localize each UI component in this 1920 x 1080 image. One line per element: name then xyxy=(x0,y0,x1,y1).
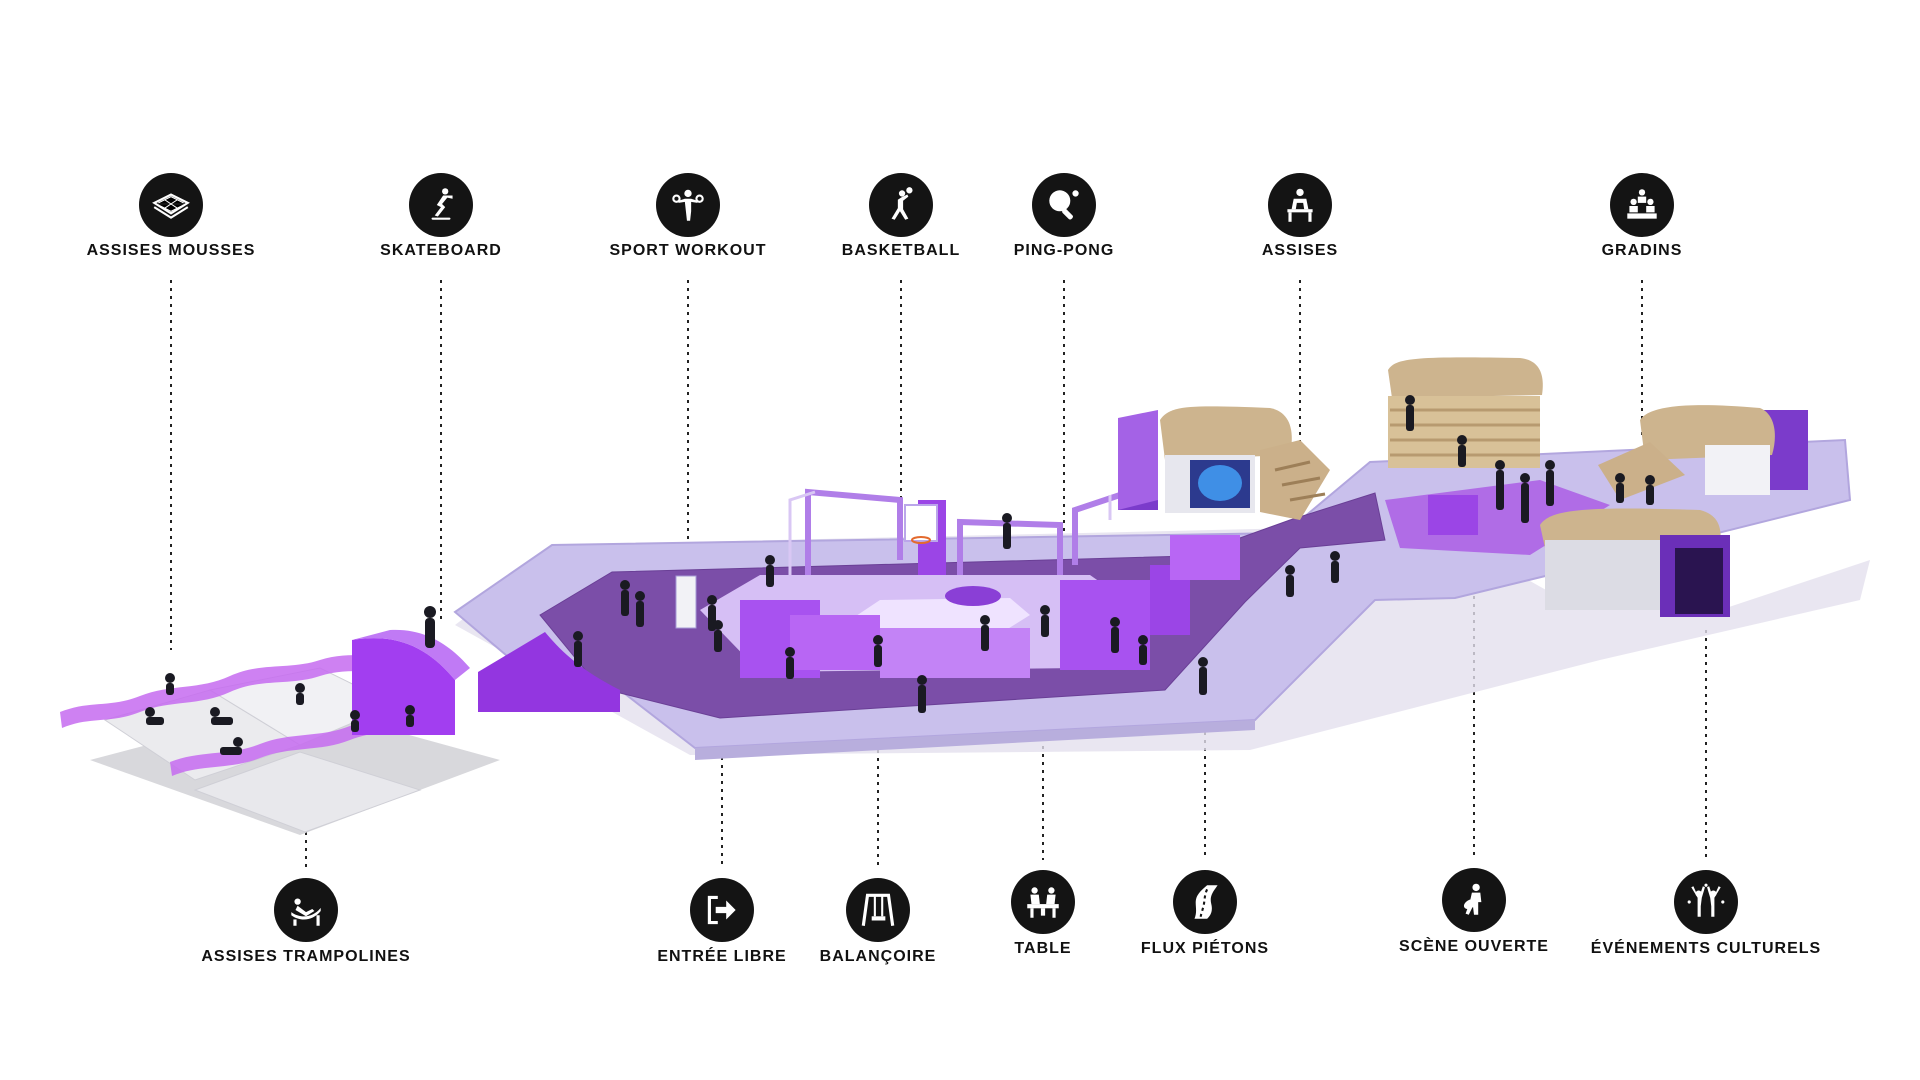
label-entree-libre: ENTRÉE LIBRE xyxy=(657,948,787,965)
label-ping-pong: PING-PONG xyxy=(1013,242,1115,259)
label-table: TABLE xyxy=(1014,940,1072,957)
celebration-icon xyxy=(1674,870,1738,934)
label-sport-workout: SPORT WORKOUT xyxy=(609,242,767,259)
trampoline-mat-3 xyxy=(193,751,422,833)
basketball-player-icon xyxy=(869,173,933,237)
pull-up-bar-2 xyxy=(957,518,1063,590)
pavilion-left xyxy=(1118,406,1330,520)
skate-ramps xyxy=(352,629,620,735)
workout-frames-light xyxy=(788,490,1112,590)
bench-block-4 xyxy=(1060,580,1150,670)
skate-ramp-right xyxy=(478,632,620,712)
bench-block-6 xyxy=(1170,535,1240,580)
gymnast-rings-icon xyxy=(656,173,720,237)
ping-pong-paddle-icon xyxy=(1032,173,1096,237)
foam-cushion-icon xyxy=(139,173,203,237)
label-assises-mousses: ASSISES MOUSSES xyxy=(86,242,256,259)
bench-block-2 xyxy=(790,615,880,670)
pavilion-right xyxy=(1540,405,1808,617)
info-totem xyxy=(675,575,697,629)
label-skateboard: SKATEBOARD xyxy=(380,242,502,259)
seated-person-icon xyxy=(1268,173,1332,237)
skate-ramp-left xyxy=(352,638,455,735)
workout-frames xyxy=(805,488,1121,620)
skate-ramp-left-top xyxy=(352,629,470,680)
exit-door-icon xyxy=(690,878,754,942)
trampoline-icon xyxy=(274,878,338,942)
workout-pole xyxy=(1072,492,1121,565)
table-people-icon xyxy=(1011,870,1075,934)
label-flux-pietons: FLUX PIÉTONS xyxy=(1140,940,1270,957)
bench-block-3 xyxy=(880,628,1030,678)
label-balancoire: BALANÇOIRE xyxy=(819,948,937,965)
people-silhouettes xyxy=(145,395,1655,755)
label-evenements-culturels: ÉVÉNEMENTS CULTURELS xyxy=(1590,940,1822,957)
skateboarder-icon xyxy=(409,173,473,237)
table-top xyxy=(945,586,1001,606)
label-scene-ouverte: SCÈNE OUVERTE xyxy=(1399,938,1549,955)
label-gradins: GRADINS xyxy=(1601,242,1683,259)
pull-up-bar-1 xyxy=(805,488,903,620)
label-assises-trampolines: ASSISES TRAMPOLINES xyxy=(201,948,411,965)
label-assises: ASSISES xyxy=(1261,242,1339,259)
guitar-player-icon xyxy=(1442,868,1506,932)
road-icon xyxy=(1173,870,1237,934)
audience-icon xyxy=(1610,173,1674,237)
label-basketball: BASKETBALL xyxy=(841,242,961,259)
swing-icon xyxy=(846,878,910,942)
platform-edge xyxy=(695,720,1255,760)
